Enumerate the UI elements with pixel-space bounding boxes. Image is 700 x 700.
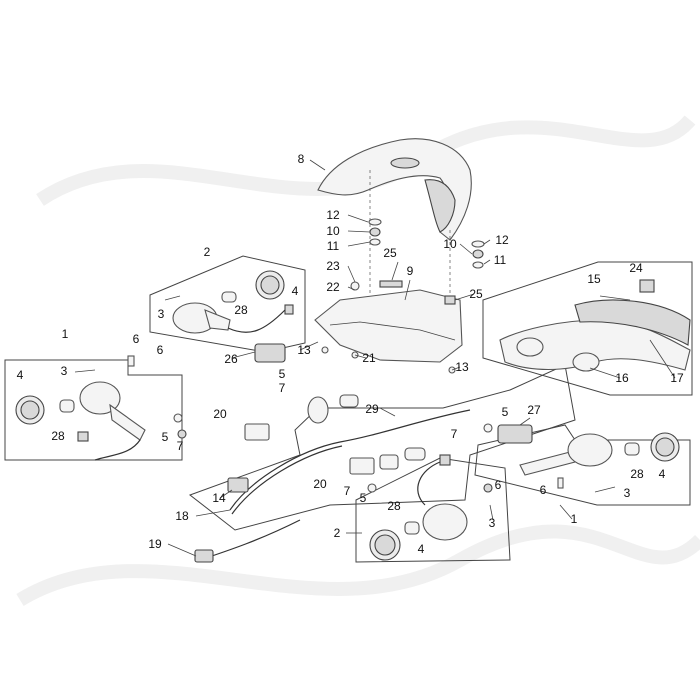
- callout-label: 5: [162, 430, 169, 444]
- callout-label: 28: [234, 303, 248, 317]
- callout-label: 1: [62, 327, 69, 341]
- callout-label: 25: [383, 246, 397, 260]
- callout-label: 29: [365, 402, 379, 416]
- callout-label: 7: [279, 381, 286, 395]
- callout-label: 12: [495, 233, 509, 247]
- callout-label: 16: [615, 371, 629, 385]
- callout-label: 6: [540, 483, 547, 497]
- group-frame-taillight: [482, 261, 693, 396]
- callout-label: 6: [495, 478, 502, 492]
- callout-label: 12: [326, 208, 340, 222]
- callout-label: 5: [279, 367, 286, 381]
- callout-label: 18: [175, 509, 189, 523]
- group-frame-right-indicator: [474, 424, 691, 506]
- callout-label: 15: [587, 272, 601, 286]
- callout-label: 1: [571, 512, 578, 526]
- callout-label: 14: [212, 491, 226, 505]
- callout-label: 5: [360, 491, 367, 505]
- callout-label: 3: [624, 486, 631, 500]
- callout-label: 21: [362, 351, 376, 365]
- group-frame-lower-indicator: [355, 457, 511, 563]
- callout-label: 5: [502, 405, 509, 419]
- group-frame-upper-indicator: [149, 255, 306, 353]
- callout-label: 7: [451, 427, 458, 441]
- callout-label: 4: [659, 467, 666, 481]
- callout-label: 17: [670, 371, 684, 385]
- callout-label: 4: [17, 368, 24, 382]
- callout-label: 6: [157, 343, 164, 357]
- taillight-assembly: [499, 279, 691, 372]
- callout-label: 3: [489, 516, 496, 530]
- callout-label: 20: [213, 407, 227, 421]
- callout-label: 28: [387, 499, 401, 513]
- callout-label: 25: [469, 287, 483, 301]
- callout-label: 2: [334, 526, 341, 540]
- callout-label: 28: [630, 467, 644, 481]
- callout-label: 20: [313, 477, 327, 491]
- callout-label: 24: [629, 261, 643, 275]
- callout-label: 4: [292, 284, 299, 298]
- callout-label: 13: [455, 360, 469, 374]
- relay-26: [254, 343, 286, 363]
- callout-label: 8: [298, 152, 305, 166]
- leader-lines: [167, 159, 676, 557]
- group-frame-wiring: [188, 364, 576, 531]
- callout-label: 6: [133, 332, 140, 346]
- washer-stack-right: [471, 240, 485, 269]
- callout-label: 3: [61, 364, 68, 378]
- callout-label: 3: [158, 307, 165, 321]
- wiring-harness: [194, 394, 471, 563]
- callout-label: 13: [297, 343, 311, 357]
- callout-label: 9: [407, 264, 414, 278]
- callout-label: 23: [326, 259, 340, 273]
- callout-label: 11: [327, 239, 340, 253]
- callout-label: 26: [224, 352, 238, 366]
- left-indicator-assembly: [15, 355, 187, 461]
- right-indicator-assembly: [483, 423, 680, 493]
- callout-label: 11: [494, 253, 507, 267]
- upper-indicator-assembly: [164, 270, 294, 334]
- callout-label: 4: [418, 542, 425, 556]
- callout-label: 19: [148, 537, 162, 551]
- callout-label: 27: [527, 403, 541, 417]
- callout-label: 28: [51, 429, 65, 443]
- rear-fender: [317, 138, 472, 241]
- callout-label: 2: [204, 245, 211, 259]
- callout-label: 22: [326, 280, 340, 294]
- callout-label: 10: [443, 237, 457, 251]
- lower-indicator-assembly: [367, 454, 494, 561]
- callout-label: 10: [326, 224, 340, 238]
- callout-label: 7: [344, 484, 351, 498]
- washer-stack-left: [368, 218, 382, 246]
- relay-27: [497, 424, 533, 444]
- callout-label: 7: [177, 439, 184, 453]
